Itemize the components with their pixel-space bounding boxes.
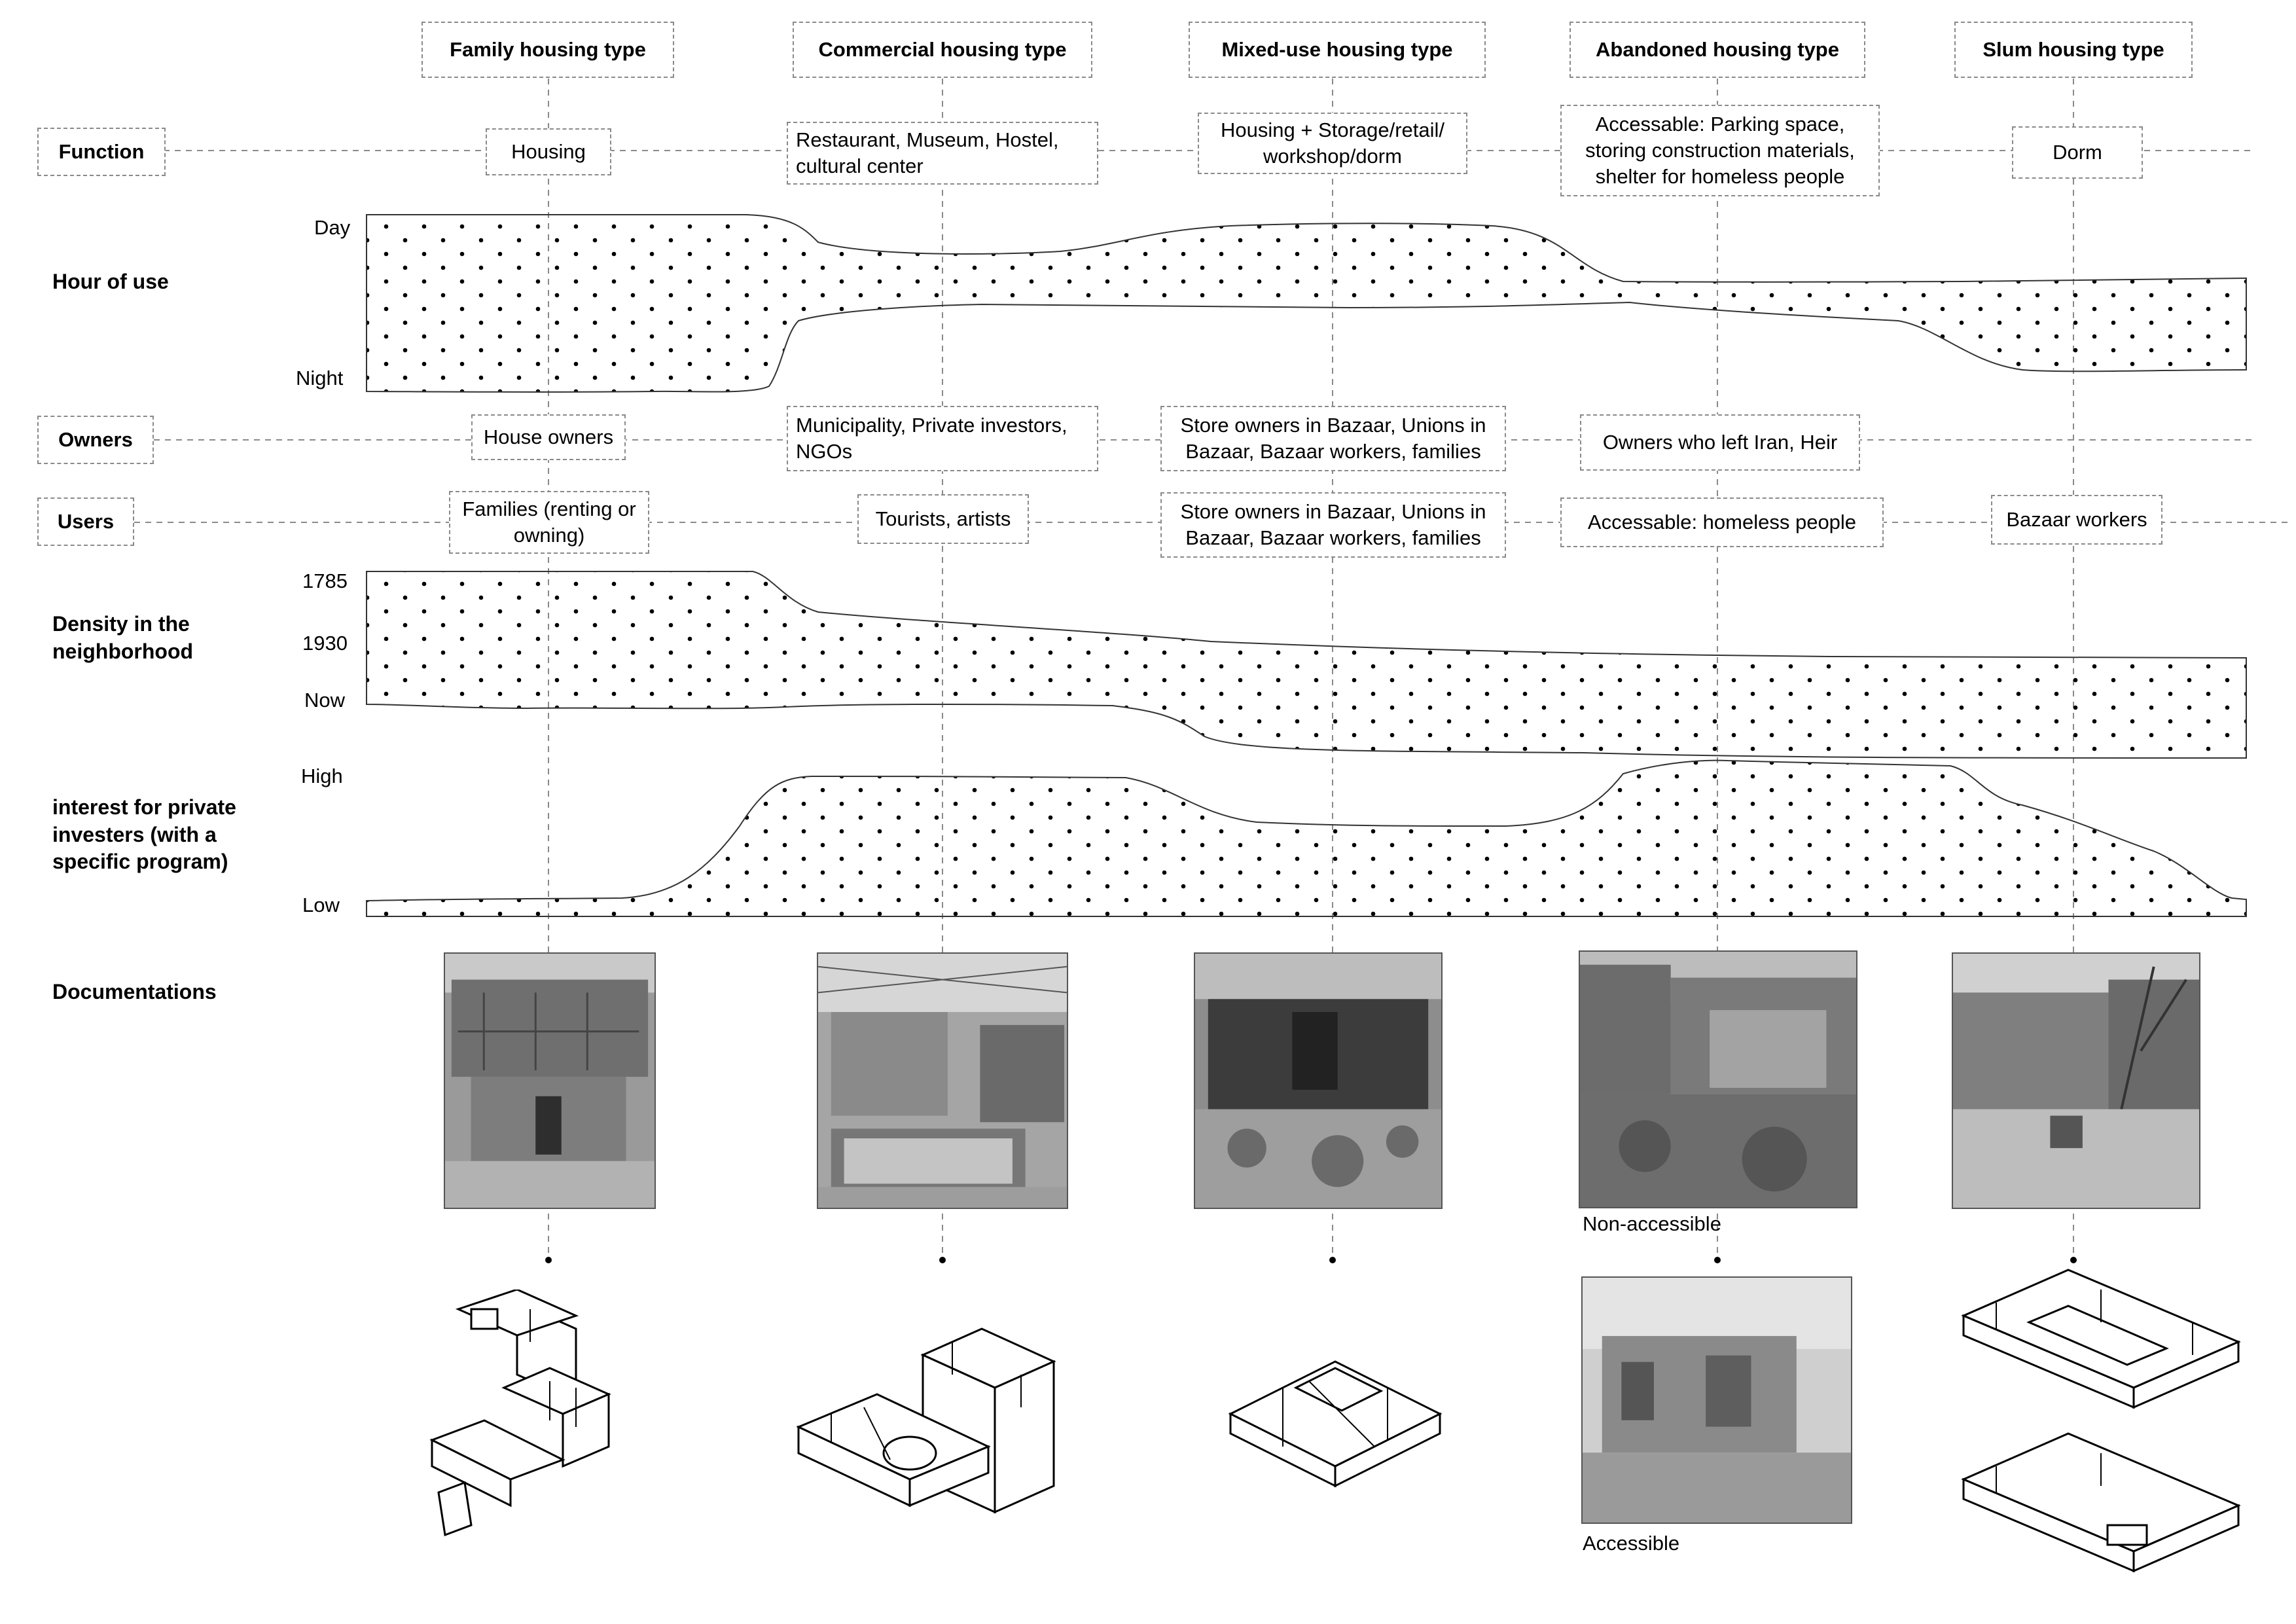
header-abandoned: Abandoned housing type — [1570, 22, 1865, 78]
axis-low: Low — [302, 893, 340, 916]
density-area — [366, 571, 2247, 759]
axo-mixed-use — [1228, 1360, 1443, 1488]
axis-1930: 1930 — [302, 632, 348, 655]
axis-high: High — [301, 765, 343, 787]
row-label-density: Density in the neighborhood — [52, 612, 194, 663]
users-slum: Bazaar workers — [1991, 495, 2162, 545]
row-label-function: Function — [37, 128, 166, 176]
photo-mixed-use — [1194, 952, 1443, 1209]
photo-slum — [1952, 952, 2200, 1209]
function-family: Housing — [486, 128, 611, 175]
users-family: Families (renting or owning) — [449, 491, 649, 554]
owners-commercial: Municipality, Private investors, NGOs — [787, 406, 1098, 471]
header-commercial: Commercial housing type — [793, 22, 1092, 78]
note-non-accessible: Non-accessible — [1583, 1212, 1721, 1235]
function-abandoned: Accessable: Parking space, storing const… — [1560, 105, 1880, 196]
note-accessible: Accessible — [1583, 1532, 1680, 1555]
row-label-owners: Owners — [37, 416, 154, 464]
row-label-documentations: Documentations — [52, 980, 217, 1003]
axo-commercial — [796, 1327, 1056, 1514]
users-abandoned: Accessable: homeless people — [1560, 497, 1884, 547]
hour-of-use-area — [366, 214, 2247, 393]
owners-abandoned: Owners who left Iran, Heir — [1580, 414, 1860, 471]
row-label-users: Users — [37, 497, 134, 546]
axis-day: Day — [314, 216, 351, 239]
header-mixed-use: Mixed-use housing type — [1189, 22, 1486, 78]
users-commercial: Tourists, artists — [857, 494, 1029, 544]
axo-family — [429, 1290, 611, 1537]
owners-mixed-use: Store owners in Bazaar, Unions in Bazaar… — [1160, 406, 1506, 471]
photo-abandoned-non-accessible — [1579, 950, 1857, 1208]
axo-slum — [1961, 1269, 2241, 1573]
owners-family: House owners — [471, 414, 626, 460]
axis-night: Night — [296, 367, 344, 389]
axis-1785: 1785 — [302, 569, 348, 592]
photo-family — [444, 952, 656, 1209]
header-slum: Slum housing type — [1954, 22, 2193, 78]
function-commercial: Restaurant, Museum, Hostel, cultural cen… — [787, 122, 1098, 185]
photo-commercial — [817, 952, 1068, 1209]
users-mixed-use: Store owners in Bazaar, Unions in Bazaar… — [1160, 492, 1506, 558]
function-slum: Dorm — [2012, 126, 2143, 179]
photo-abandoned-accessible — [1581, 1276, 1852, 1524]
axis-now: Now — [304, 689, 346, 712]
row-label-interest: interest for private investers (with a s… — [52, 795, 236, 874]
function-mixed-use: Housing + Storage/retail/ workshop/dorm — [1198, 113, 1467, 174]
connector-dots — [545, 1257, 2077, 1263]
row-label-hour-of-use: Hour of use — [52, 270, 169, 293]
header-family: Family housing type — [422, 22, 674, 78]
interest-area — [366, 759, 2247, 917]
